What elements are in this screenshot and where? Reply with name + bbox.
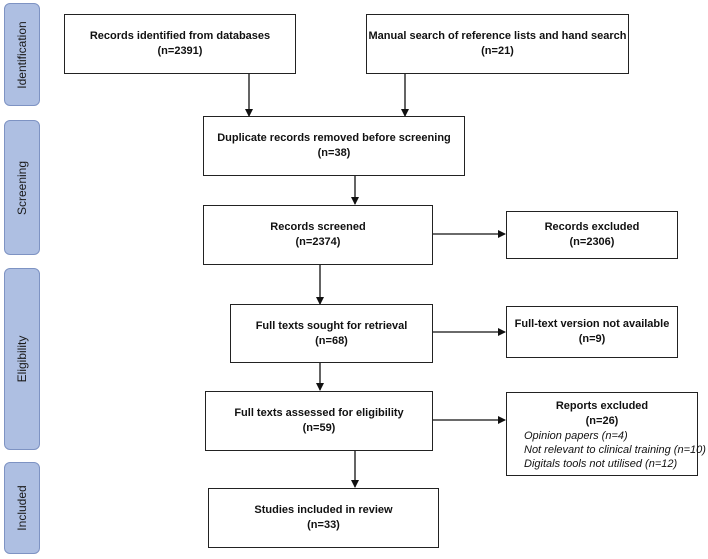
box-title: Full-text version not available xyxy=(514,318,670,330)
exclusion-reasons-list: Opinion papers (n=4) Not relevant to cli… xyxy=(507,429,706,471)
box-title: Records identified from databases xyxy=(89,30,271,42)
box-records-identified-databases: Records identified from databases (n=239… xyxy=(64,14,296,74)
phase-eligibility: Eligibility xyxy=(4,268,40,450)
box-count: (n=2374) xyxy=(295,236,341,248)
box-records-excluded: Records excluded (n=2306) xyxy=(506,211,678,259)
phase-label-eligibility: Eligibility xyxy=(15,335,29,383)
box-full-texts-assessed: Full texts assessed for eligibility (n=5… xyxy=(205,391,433,451)
box-count: (n=38) xyxy=(317,147,351,159)
box-count: (n=2306) xyxy=(569,236,615,248)
phase-screening: Screening xyxy=(4,120,40,255)
box-title: Duplicate records removed before screeni… xyxy=(217,132,451,144)
exclusion-reason-item: Not relevant to clinical training (n=10) xyxy=(524,444,706,456)
box-count: (n=2391) xyxy=(157,45,203,57)
box-count: (n=59) xyxy=(302,422,336,434)
box-records-screened: Records screened (n=2374) xyxy=(203,205,433,265)
box-studies-included: Studies included in review (n=33) xyxy=(208,488,439,548)
box-reports-excluded: Reports excluded (n=26) Opinion papers (… xyxy=(506,392,706,476)
box-title: Full texts assessed for eligibility xyxy=(234,407,404,419)
phase-identification: Identification xyxy=(4,3,40,106)
exclusion-reason-item: Opinion papers (n=4) xyxy=(524,430,628,442)
box-title: Reports excluded xyxy=(555,400,649,412)
box-title: Records screened xyxy=(270,221,366,233)
phase-label-screening: Screening xyxy=(15,160,29,215)
box-title: Full texts sought for retrieval xyxy=(255,319,408,332)
box-full-texts-sought: Full texts sought for retrieval (n=68) xyxy=(230,304,433,363)
phase-label-included: Included xyxy=(15,485,29,531)
box-count: (n=21) xyxy=(481,45,514,57)
box-title: Studies included in review xyxy=(254,504,393,516)
box-count: (n=26) xyxy=(585,415,619,427)
box-count: (n=9) xyxy=(578,333,606,345)
box-count: (n=33) xyxy=(307,519,340,531)
box-title: Records excluded xyxy=(544,221,640,233)
phase-included: Included xyxy=(4,462,40,554)
box-manual-search: Manual search of reference lists and han… xyxy=(366,14,629,74)
phase-label-identification: Identification xyxy=(15,20,29,89)
exclusion-reason-item: Digitals tools not utilised (n=12) xyxy=(524,458,678,470)
box-count: (n=68) xyxy=(315,334,348,347)
box-full-text-not-available: Full-text version not available (n=9) xyxy=(506,306,678,358)
box-title: Manual search of reference lists and han… xyxy=(368,30,627,42)
box-duplicates-removed: Duplicate records removed before screeni… xyxy=(203,116,465,176)
